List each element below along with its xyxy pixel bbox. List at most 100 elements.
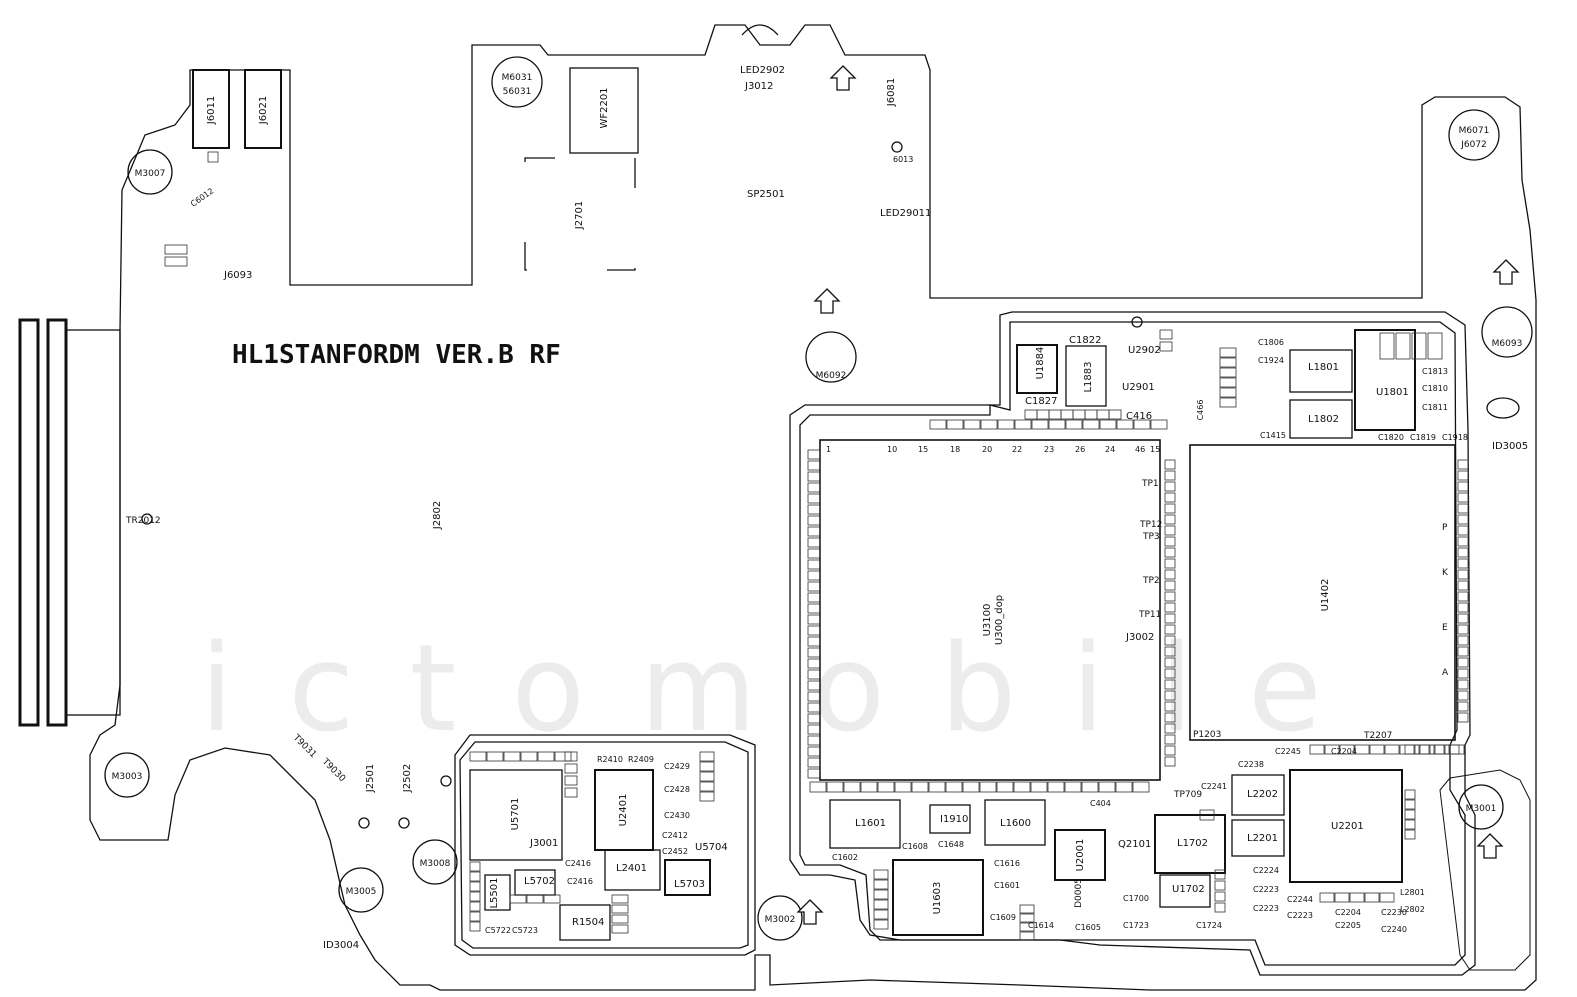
label-m6092: M6092: [816, 371, 847, 381]
smd-pad: [1429, 744, 1445, 755]
up-arrow-icon: [796, 899, 824, 925]
smd-pad: [469, 751, 487, 762]
smd-pad: [1081, 781, 1099, 793]
svg-text:U1402: U1402: [1320, 579, 1331, 612]
smd-pad: [1031, 419, 1049, 430]
smd-pad: [1457, 558, 1469, 569]
smd-pad: [1024, 409, 1038, 420]
smd-pad: [1319, 892, 1335, 903]
svg-text:6013: 6013: [893, 155, 913, 164]
svg-text:J3012: J3012: [744, 81, 773, 92]
mount-hole-m3005: [338, 867, 384, 913]
svg-text:LED29011: LED29011: [880, 208, 931, 219]
smd-pad: [1219, 347, 1237, 358]
smd-pad: [1339, 744, 1355, 755]
svg-text:L5703: L5703: [674, 879, 705, 890]
svg-text:C2452: C2452: [662, 847, 688, 856]
mount-hole-m6092: [805, 331, 857, 383]
smd-pad: [564, 751, 578, 762]
smd-pad: [1399, 744, 1415, 755]
smd-pad: [1159, 329, 1173, 340]
watermark-text: ictomobile: [200, 620, 1377, 759]
svg-text:C5723: C5723: [512, 926, 538, 935]
smd-pad: [1132, 781, 1150, 793]
svg-text:C1605: C1605: [1075, 923, 1101, 932]
smd-pad: [1048, 419, 1066, 430]
smd-pad: [1457, 514, 1469, 525]
svg-text:L5702: L5702: [524, 876, 555, 887]
svg-text:U2401: U2401: [618, 794, 629, 827]
svg-text:C2205: C2205: [1335, 921, 1361, 930]
smd-pad: [1019, 931, 1035, 941]
svg-text:C6012: C6012: [189, 186, 215, 208]
smd-pad: [1164, 657, 1176, 668]
smd-pad: [1457, 536, 1469, 547]
svg-text:TP12: TP12: [1139, 520, 1162, 530]
svg-text:C1918: C1918: [1442, 433, 1468, 442]
smd-pad: [469, 911, 481, 922]
svg-text:C1806: C1806: [1258, 338, 1284, 347]
smd-pad: [1164, 580, 1176, 591]
svg-text:P1203: P1203: [1193, 730, 1221, 740]
svg-text:E: E: [1442, 623, 1448, 633]
smd-pad: [873, 909, 889, 920]
smd-pad: [1214, 902, 1226, 913]
smd-pad: [979, 781, 997, 793]
mount-hole-m3007: [127, 149, 173, 195]
label-m3005: M3005: [346, 887, 377, 897]
smd-pad: [1064, 781, 1082, 793]
smd-pad: [611, 924, 629, 934]
component-boxes: [192, 67, 1416, 941]
smd-pad: [1411, 332, 1427, 360]
svg-text:U2001: U2001: [1075, 839, 1086, 872]
smd-pad: [1457, 547, 1469, 558]
smd-pad: [1082, 419, 1100, 430]
smd-pad: [1457, 679, 1469, 690]
svg-text:WF2201: WF2201: [599, 87, 610, 128]
smd-pad: [1404, 829, 1416, 840]
svg-text:LED2902: LED2902: [740, 65, 785, 76]
label-m3008: M3008: [420, 859, 451, 869]
smd-pad: [1404, 744, 1420, 755]
smd-pad: [1457, 580, 1469, 591]
smd-pad: [807, 636, 821, 647]
shield-outlines: [454, 311, 1531, 976]
smd-pad: [564, 763, 578, 774]
svg-text:L1702: L1702: [1177, 838, 1208, 849]
smd-pad: [1457, 690, 1469, 701]
smd-pad: [826, 781, 844, 793]
smd-pad: [997, 419, 1015, 430]
svg-text:L2401: L2401: [616, 863, 647, 874]
smd-pad: [164, 256, 188, 267]
smd-pad: [1309, 744, 1325, 755]
smd-pad: [1164, 547, 1176, 558]
svg-text:J6072: J6072: [1460, 140, 1487, 150]
svg-text:C2223: C2223: [1287, 911, 1313, 920]
smd-pad: [1164, 690, 1176, 701]
svg-text:C2238: C2238: [1238, 760, 1264, 769]
smd-pad: [1164, 624, 1176, 635]
mount-hole-m3003: [104, 752, 150, 798]
svg-text:L1601: L1601: [855, 818, 886, 829]
svg-text:22: 22: [1012, 445, 1022, 454]
label-m3001: M3001: [1466, 804, 1497, 814]
svg-text:J3001: J3001: [529, 838, 558, 849]
smd-pad: [526, 894, 544, 904]
smd-pad: [1030, 781, 1048, 793]
smd-pad: [1457, 613, 1469, 624]
smd-pad: [699, 761, 715, 772]
svg-text:15: 15: [918, 445, 928, 454]
svg-text:C2244: C2244: [1287, 895, 1313, 904]
svg-text:TP709: TP709: [1173, 790, 1202, 800]
svg-text:U300_dop: U300_dop: [994, 595, 1005, 645]
svg-text:A: A: [1442, 668, 1449, 678]
up-arrow-icon: [1492, 259, 1520, 285]
smd-pad: [1369, 744, 1385, 755]
board-outline: [18, 24, 1537, 991]
smd-pad: [807, 768, 821, 779]
up-arrow-icon: [813, 288, 841, 314]
smd-pad: [873, 899, 889, 910]
smd-pad: [807, 735, 821, 746]
smd-pad: [807, 537, 821, 548]
smd-pad: [996, 781, 1014, 793]
